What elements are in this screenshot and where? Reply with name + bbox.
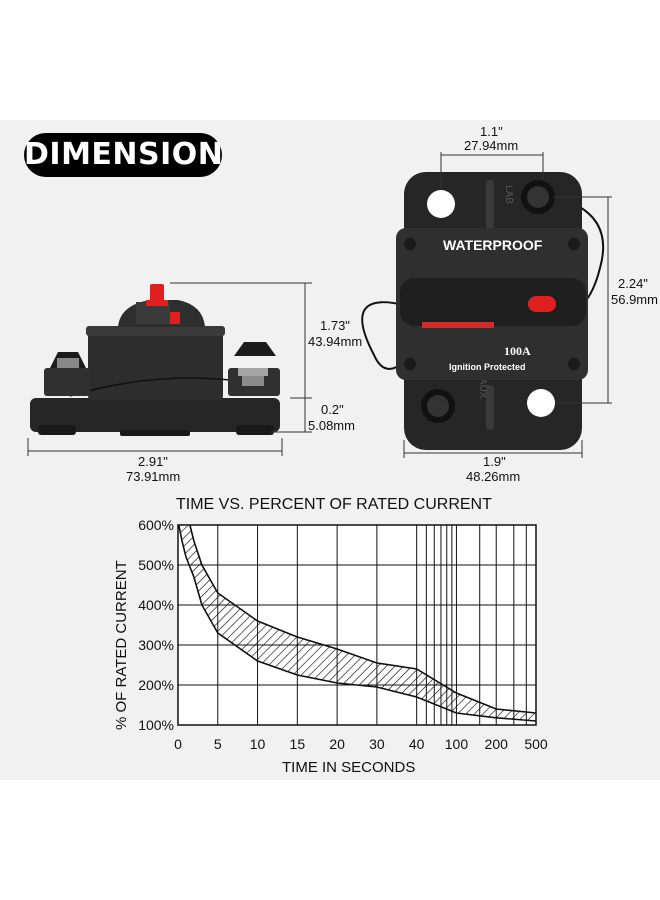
max-trip-curve [189,524,537,714]
top-spacing-mm: 27.94mm [464,138,518,153]
breaker-front-view: LAB AUX [361,172,605,450]
x-tick-label: 20 [329,736,345,752]
x-tick-label: 5 [214,736,222,752]
x-axis-label: TIME IN SECONDS [282,759,415,776]
y-axis-label: % OF RATED CURRENT [113,560,130,730]
top-height-mm: 56.9mm [611,292,658,307]
trip-band-area [178,525,537,721]
side-view-dimension-lines [27,282,312,456]
y-tick-label: 200% [138,677,174,693]
x-tick-label: 10 [250,736,266,752]
top-spacing-inch: 1.1" [480,124,503,139]
min-trip-curve [178,524,537,722]
x-tick-label: 200 [485,736,509,752]
side-base-inch: 0.2" [321,402,344,417]
top-width-mm: 48.26mm [466,469,520,484]
side-height-inch: 1.73" [320,318,350,333]
y-tick-label: 100% [138,717,174,733]
side-width-mm: 73.91mm [126,469,180,484]
front-view-dimension-lines [403,152,612,458]
trip-band [178,524,537,722]
rating-label: 100A [504,344,531,358]
y-tick-labels: 100% 200% 300% 400% 500% 600% [138,517,174,733]
top-height-inch: 2.24" [618,276,648,291]
dimension-badge: DIMENSION [24,133,223,177]
x-tick-label: 40 [409,736,425,752]
y-tick-label: 600% [138,517,174,533]
x-tick-label: 15 [290,736,306,752]
x-tick-label: 500 [524,736,548,752]
y-tick-label: 300% [138,637,174,653]
x-tick-label: 100 [445,736,469,752]
side-mark-top: LAB [503,185,514,204]
top-width-inch: 1.9" [483,454,506,469]
waterproof-label: WATERPROOF [443,237,543,253]
x-tick-label: 30 [369,736,385,752]
chart-title: TIME VS. PERCENT OF RATED CURRENT [176,496,492,513]
side-height-mm: 43.94mm [308,334,362,349]
trip-curve-chart: TIME VS. PERCENT OF RATED CURRENT % OF R… [113,496,548,776]
x-tick-labels: 0 5 10 15 20 30 40 100 200 500 [174,736,548,752]
y-tick-label: 400% [138,597,174,613]
side-base-mm: 5.08mm [308,418,355,433]
breaker-side-view [30,284,280,436]
ignition-label: Ignition Protected [449,362,526,372]
x-tick-label: 0 [174,736,182,752]
side-width-inch: 2.91" [138,454,168,469]
y-tick-label: 500% [138,557,174,573]
side-mark-bottom: AUX [477,378,488,399]
